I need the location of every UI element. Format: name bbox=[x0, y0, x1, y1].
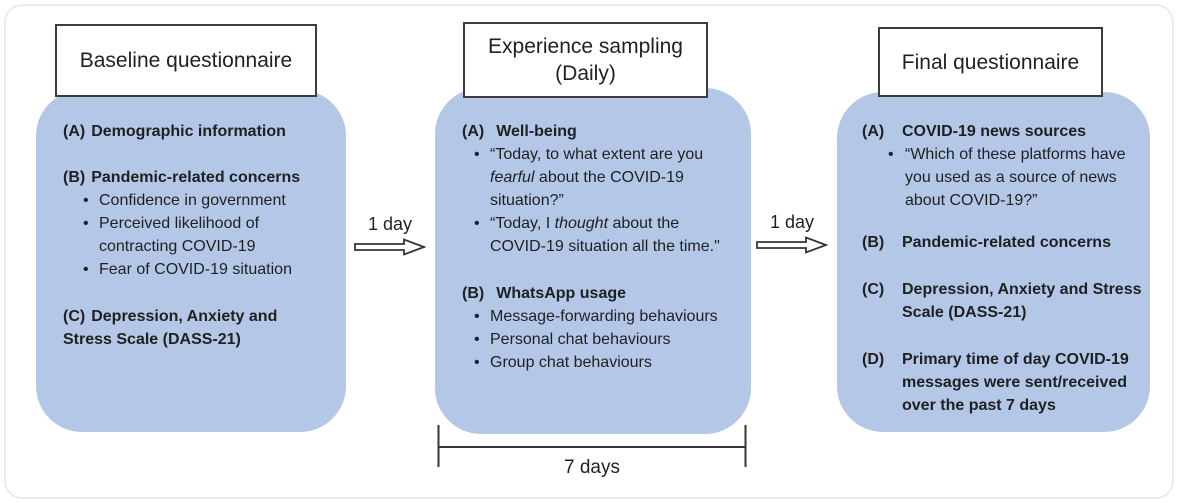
section-label: (A) bbox=[462, 123, 485, 140]
final-section-b-heading: (B) Pandemic-related concerns bbox=[862, 231, 1146, 254]
section-heading-text: COVID-19 news sources bbox=[902, 123, 1087, 140]
section-label: (B) bbox=[462, 285, 485, 302]
section-heading-text: Primary time of day COVID-19 messages we… bbox=[902, 351, 1129, 414]
bullet-item: Fear of COVID-19 situation bbox=[63, 258, 330, 281]
section-heading-text: Pandemic-related concerns bbox=[902, 234, 1111, 251]
seven-days-label: 7 days bbox=[564, 457, 620, 478]
stage-title: Baseline questionnaire bbox=[79, 49, 293, 72]
baseline-section-c-heading: (C)Depression, Anxiety and Stress Scale … bbox=[63, 305, 330, 351]
section-heading-text: Depression, Anxiety and Stress Scale (DA… bbox=[902, 281, 1142, 321]
final-title-box: Final questionnaire bbox=[878, 27, 1103, 97]
connector-sampling-to-final: 1 day bbox=[752, 211, 832, 254]
bullet-item: Confidence in government bbox=[63, 189, 330, 212]
sampling-title-box: Experience sampling (Daily) bbox=[463, 22, 708, 98]
stage-title-line2: (Daily) bbox=[555, 62, 616, 85]
right-arrow-icon bbox=[354, 238, 426, 256]
baseline-section-a-heading: (A) Demographic information bbox=[63, 120, 330, 143]
section-label: (C) bbox=[63, 308, 86, 325]
bullet-item: Group chat behaviours bbox=[462, 351, 737, 374]
bullet-item: Perceived likelihood of contracting COVI… bbox=[63, 212, 330, 258]
baseline-title-box: Baseline questionnaire bbox=[55, 24, 317, 97]
right-arrow-icon bbox=[756, 236, 828, 254]
stage-title: Final questionnaire bbox=[901, 50, 1080, 74]
quote-bullet-item: “Today, I thought about the COVID-19 sit… bbox=[462, 212, 737, 258]
baseline-content-box: (A) Demographic information (B) Pandemic-r… bbox=[36, 90, 346, 432]
connector-baseline-to-sampling: 1 day bbox=[350, 213, 430, 256]
final-section-d-heading: (D) Primary time of day COVID-19 message… bbox=[862, 348, 1146, 417]
section-heading-text: Pandemic-related concerns bbox=[91, 169, 301, 186]
section-label: (A) bbox=[862, 123, 885, 140]
quote-text: “Today, I bbox=[490, 215, 555, 232]
final-section-a-heading: (A) COVID-19 news sources bbox=[862, 120, 1146, 143]
seven-days-bracket: 7 days bbox=[437, 424, 747, 494]
section-heading-text: WhatsApp usage bbox=[496, 285, 627, 302]
quote-text: “Today, to what extent are you bbox=[490, 146, 704, 163]
section-heading-text: Depression, Anxiety and Stress Scale (DA… bbox=[63, 308, 278, 348]
section-label: (B) bbox=[63, 169, 86, 186]
quote-text: about the COVID-19 situation all the tim… bbox=[490, 215, 720, 255]
sampling-section-b-heading: (B) WhatsApp usage bbox=[462, 282, 737, 305]
sampling-section-a-heading: (A) Well-being bbox=[462, 120, 737, 143]
quote-text: about the COVID-19 situation?” bbox=[490, 169, 684, 209]
section-heading-text: Demographic information bbox=[91, 123, 286, 140]
bracket-icon bbox=[437, 425, 747, 467]
connector-duration-label: 1 day bbox=[367, 214, 413, 234]
quote-emphasis: thought bbox=[554, 215, 609, 232]
section-label: (D) bbox=[862, 351, 885, 368]
bullet-item: Message-forwarding behaviours bbox=[462, 305, 737, 328]
stage-title-line1: Experience sampling bbox=[488, 35, 683, 58]
section-label: (A) bbox=[63, 123, 86, 140]
section-heading-text: Well-being bbox=[496, 123, 577, 140]
quote-bullet-item: “Which of these platforms have you used … bbox=[862, 143, 1146, 212]
section-label: (C) bbox=[862, 281, 885, 298]
connector-duration-label: 1 day bbox=[769, 212, 815, 232]
baseline-section-b-heading: (B) Pandemic-related concerns bbox=[63, 166, 330, 189]
section-label: (B) bbox=[862, 234, 885, 251]
final-section-c-heading: (C) Depression, Anxiety and Stress Scale… bbox=[862, 278, 1146, 324]
bullet-item: Personal chat behaviours bbox=[462, 328, 737, 351]
quote-emphasis: fearful bbox=[490, 169, 535, 186]
final-content-box: (A) COVID-19 news sources “Which of thes… bbox=[837, 92, 1150, 432]
quote-bullet-item: “Today, to what extent are you fearful a… bbox=[462, 143, 737, 212]
sampling-content-box: (A) Well-being “Today, to what extent are… bbox=[435, 88, 751, 434]
